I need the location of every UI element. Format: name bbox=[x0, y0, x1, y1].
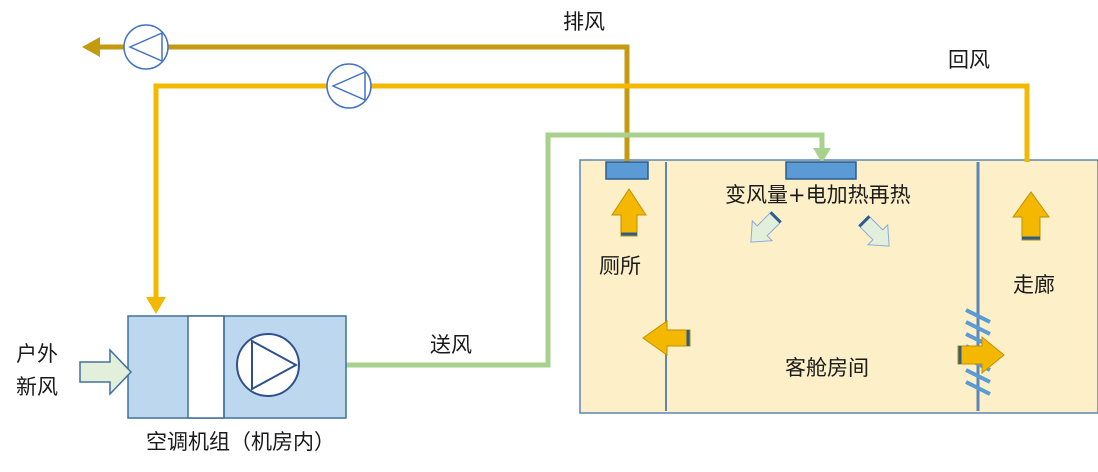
toilet-exhaust-diffuser bbox=[605, 161, 649, 180]
return-air-duct bbox=[153, 83, 1030, 302]
outdoor-fresh-air-label-line1: 户外 bbox=[16, 342, 58, 366]
cabin-supply-diffuser bbox=[785, 161, 857, 180]
toilet-label: 厕所 bbox=[599, 254, 641, 278]
cabin-to-toilet-arrow-icon bbox=[642, 320, 691, 356]
supply-fan-icon bbox=[236, 333, 300, 397]
supply-air-duct bbox=[300, 132, 825, 368]
supply-diffusion-arrow-left-icon bbox=[750, 211, 782, 243]
corridor-up-arrow-icon bbox=[1012, 191, 1050, 241]
return-inlet-arrow-icon bbox=[146, 297, 166, 314]
return-fan-icon bbox=[326, 63, 372, 109]
exhaust-air-label: 排风 bbox=[563, 10, 605, 34]
exhaust-outlet-arrow-icon bbox=[82, 37, 100, 57]
cabin-to-corridor-arrow-icon bbox=[957, 335, 1005, 375]
return-air-label: 回风 bbox=[948, 48, 990, 72]
corridor-label: 走廊 bbox=[1013, 273, 1055, 297]
supply-inlet-arrow-icon bbox=[813, 148, 831, 163]
vav-reheat-label: 变风量+电加热再热 bbox=[725, 183, 911, 207]
supply-diffusion-arrow-right-icon bbox=[858, 215, 890, 247]
fresh-air-inlet-arrow-icon bbox=[79, 348, 133, 396]
exhaust-fan-icon bbox=[123, 24, 169, 70]
supply-air-label: 送风 bbox=[430, 333, 472, 357]
exhaust-air-duct bbox=[98, 44, 630, 163]
ahu-unit-label: 空调机组（机房内） bbox=[146, 430, 335, 454]
outdoor-fresh-air-label-line2: 新风 bbox=[16, 375, 58, 399]
cabin-label: 客舱房间 bbox=[785, 356, 869, 380]
toilet-up-arrow-icon bbox=[611, 188, 647, 237]
